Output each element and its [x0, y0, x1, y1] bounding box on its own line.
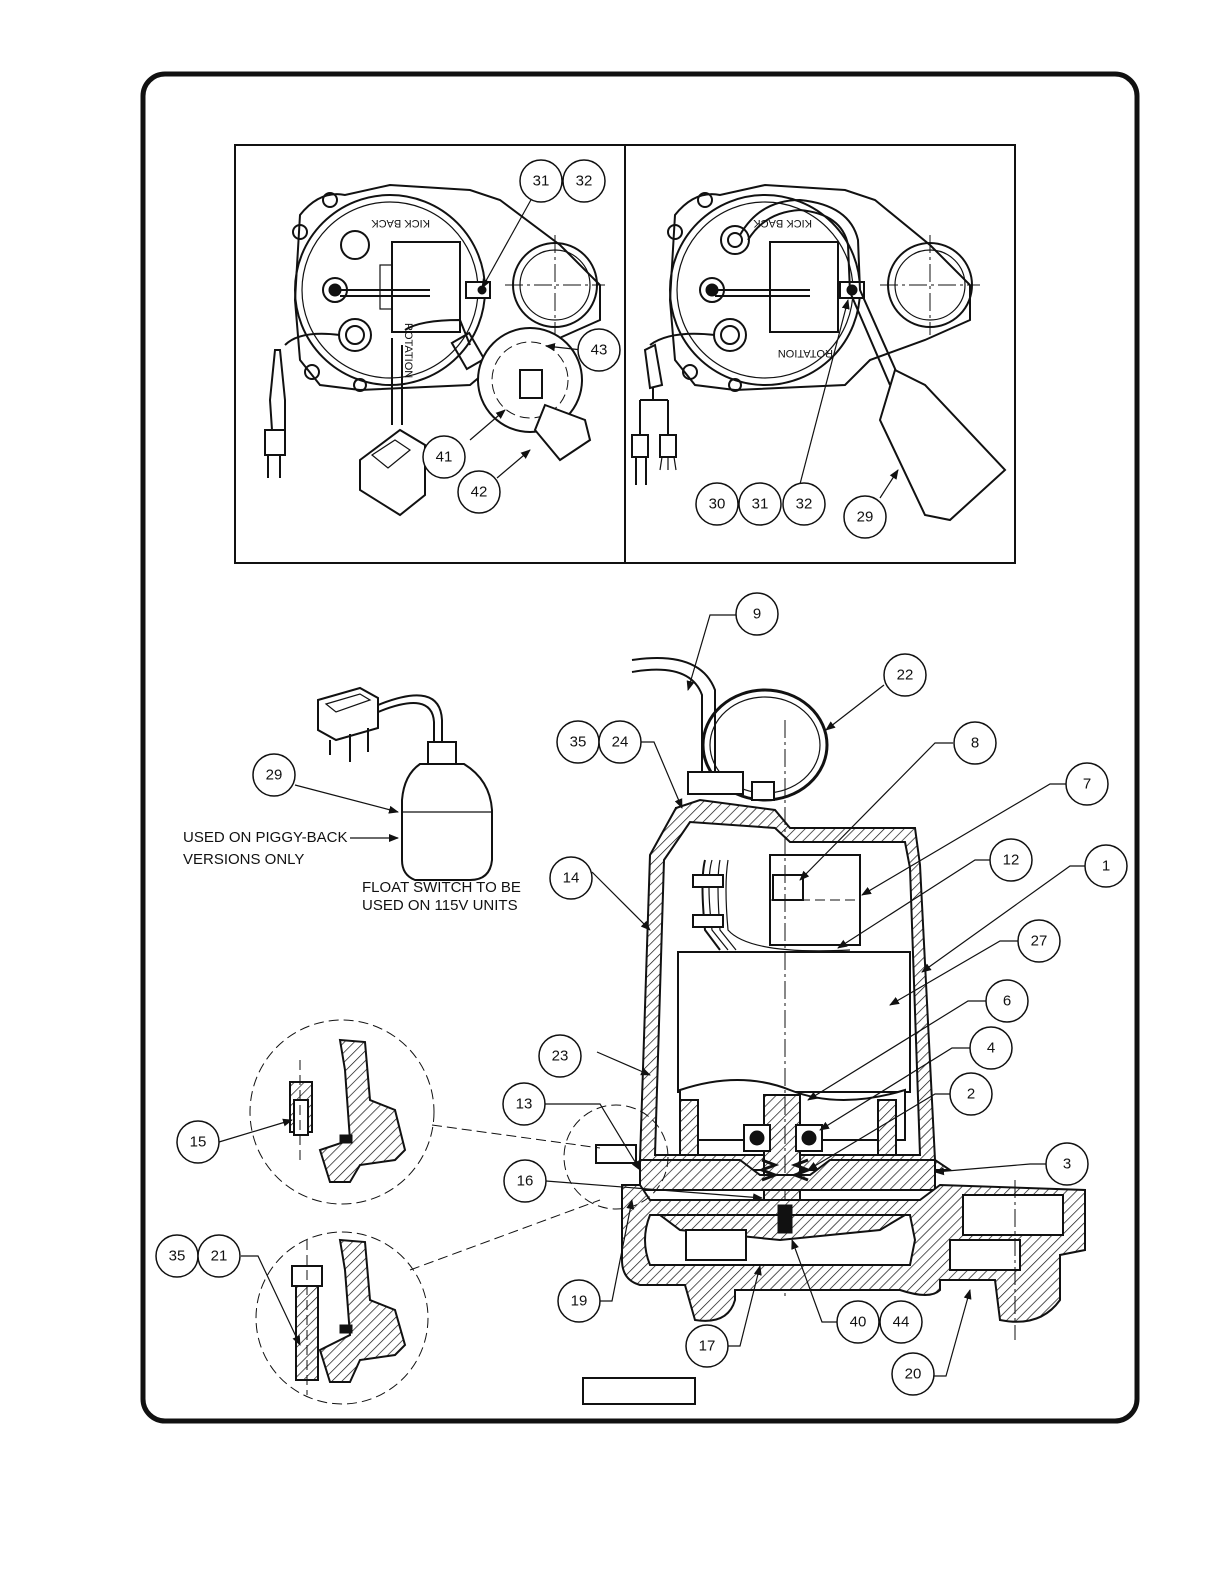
svg-text:44: 44	[893, 1314, 910, 1331]
callout-4: 4	[970, 1027, 1012, 1069]
svg-text:20: 20	[905, 1366, 922, 1383]
callout-14: 14	[550, 857, 592, 899]
rotation-label-right: ROTATION	[778, 347, 833, 359]
callout-35-detail: 35	[156, 1235, 198, 1277]
callout-27: 27	[1018, 920, 1060, 962]
kick-back-label-right: KICK BACK	[753, 217, 812, 229]
callout-8: 8	[954, 722, 996, 764]
callout-29-float: 29	[253, 754, 295, 796]
svg-text:13: 13	[516, 1096, 533, 1113]
callout-44: 44	[880, 1301, 922, 1343]
callout-16: 16	[504, 1160, 546, 1202]
svg-text:29: 29	[857, 509, 874, 526]
callout-29-top-right: 29	[844, 496, 886, 538]
callout-9: 9	[736, 593, 778, 635]
svg-text:31: 31	[533, 173, 550, 190]
svg-text:43: 43	[591, 342, 608, 359]
callout-35-cord: 35	[557, 721, 599, 763]
callout-19: 19	[558, 1280, 600, 1322]
svg-text:31: 31	[752, 496, 769, 513]
float-switch-illustration	[318, 688, 492, 880]
svg-text:32: 32	[796, 496, 813, 513]
svg-text:21: 21	[211, 1248, 228, 1265]
callout-32-top-right: 32	[783, 483, 825, 525]
svg-text:12: 12	[1003, 852, 1020, 869]
callout-43: 43	[578, 329, 620, 371]
callout-23: 23	[539, 1035, 581, 1077]
svg-text:24: 24	[612, 734, 629, 751]
float-switch-note-line2: USED ON 115V UNITS	[362, 897, 518, 914]
cover-top-view-right: KICK BACK ROTATION	[632, 185, 1005, 520]
svg-text:9: 9	[753, 606, 761, 623]
svg-text:40: 40	[850, 1314, 867, 1331]
svg-text:35: 35	[570, 734, 587, 751]
float-switch-note-line1: FLOAT SWITCH TO BE	[362, 879, 521, 896]
svg-text:29: 29	[266, 767, 283, 784]
svg-text:19: 19	[571, 1293, 588, 1310]
callout-1: 1	[1085, 845, 1127, 887]
callout-2: 2	[950, 1073, 992, 1115]
callout-20: 20	[892, 1353, 934, 1395]
callout-42: 42	[458, 471, 500, 513]
svg-text:23: 23	[552, 1048, 569, 1065]
svg-text:42: 42	[471, 484, 488, 501]
svg-text:2: 2	[967, 1086, 975, 1103]
svg-text:16: 16	[517, 1173, 534, 1190]
callout-17: 17	[686, 1325, 728, 1367]
svg-text:6: 6	[1003, 993, 1011, 1010]
svg-text:8: 8	[971, 735, 979, 752]
callout-15: 15	[177, 1121, 219, 1163]
callout-31-top-left: 31	[520, 160, 562, 202]
rotation-label-left: ROTATION	[402, 323, 414, 378]
callout-40: 40	[837, 1301, 879, 1343]
svg-text:1: 1	[1102, 858, 1110, 875]
svg-text:17: 17	[699, 1338, 716, 1355]
svg-text:41: 41	[436, 449, 453, 466]
svg-text:14: 14	[563, 870, 580, 887]
callout-31-top-right: 31	[739, 483, 781, 525]
svg-text:32: 32	[576, 173, 593, 190]
callout-32-top-left: 32	[563, 160, 605, 202]
svg-text:7: 7	[1083, 776, 1091, 793]
callout-3: 3	[1046, 1143, 1088, 1185]
callout-41: 41	[423, 436, 465, 478]
detail-view-21	[256, 1200, 600, 1404]
callout-12: 12	[990, 839, 1032, 881]
callout-7: 7	[1066, 763, 1108, 805]
svg-text:30: 30	[709, 496, 726, 513]
pump-cross-section	[564, 658, 1085, 1404]
piggy-back-note-line1: USED ON PIGGY-BACK	[183, 829, 348, 846]
svg-text:15: 15	[190, 1134, 207, 1151]
callout-24: 24	[599, 721, 641, 763]
svg-text:27: 27	[1031, 933, 1048, 950]
svg-text:3: 3	[1063, 1156, 1071, 1173]
callout-13: 13	[503, 1083, 545, 1125]
callout-21: 21	[198, 1235, 240, 1277]
svg-text:4: 4	[987, 1040, 995, 1057]
callout-6: 6	[986, 980, 1028, 1022]
figure-label-box	[583, 1378, 695, 1404]
svg-text:35: 35	[169, 1248, 186, 1265]
piggy-back-note-line2: VERSIONS ONLY	[183, 851, 304, 868]
kick-back-label-left: KICK BACK	[371, 217, 430, 229]
callout-22: 22	[884, 654, 926, 696]
callout-30: 30	[696, 483, 738, 525]
svg-text:22: 22	[897, 667, 914, 684]
